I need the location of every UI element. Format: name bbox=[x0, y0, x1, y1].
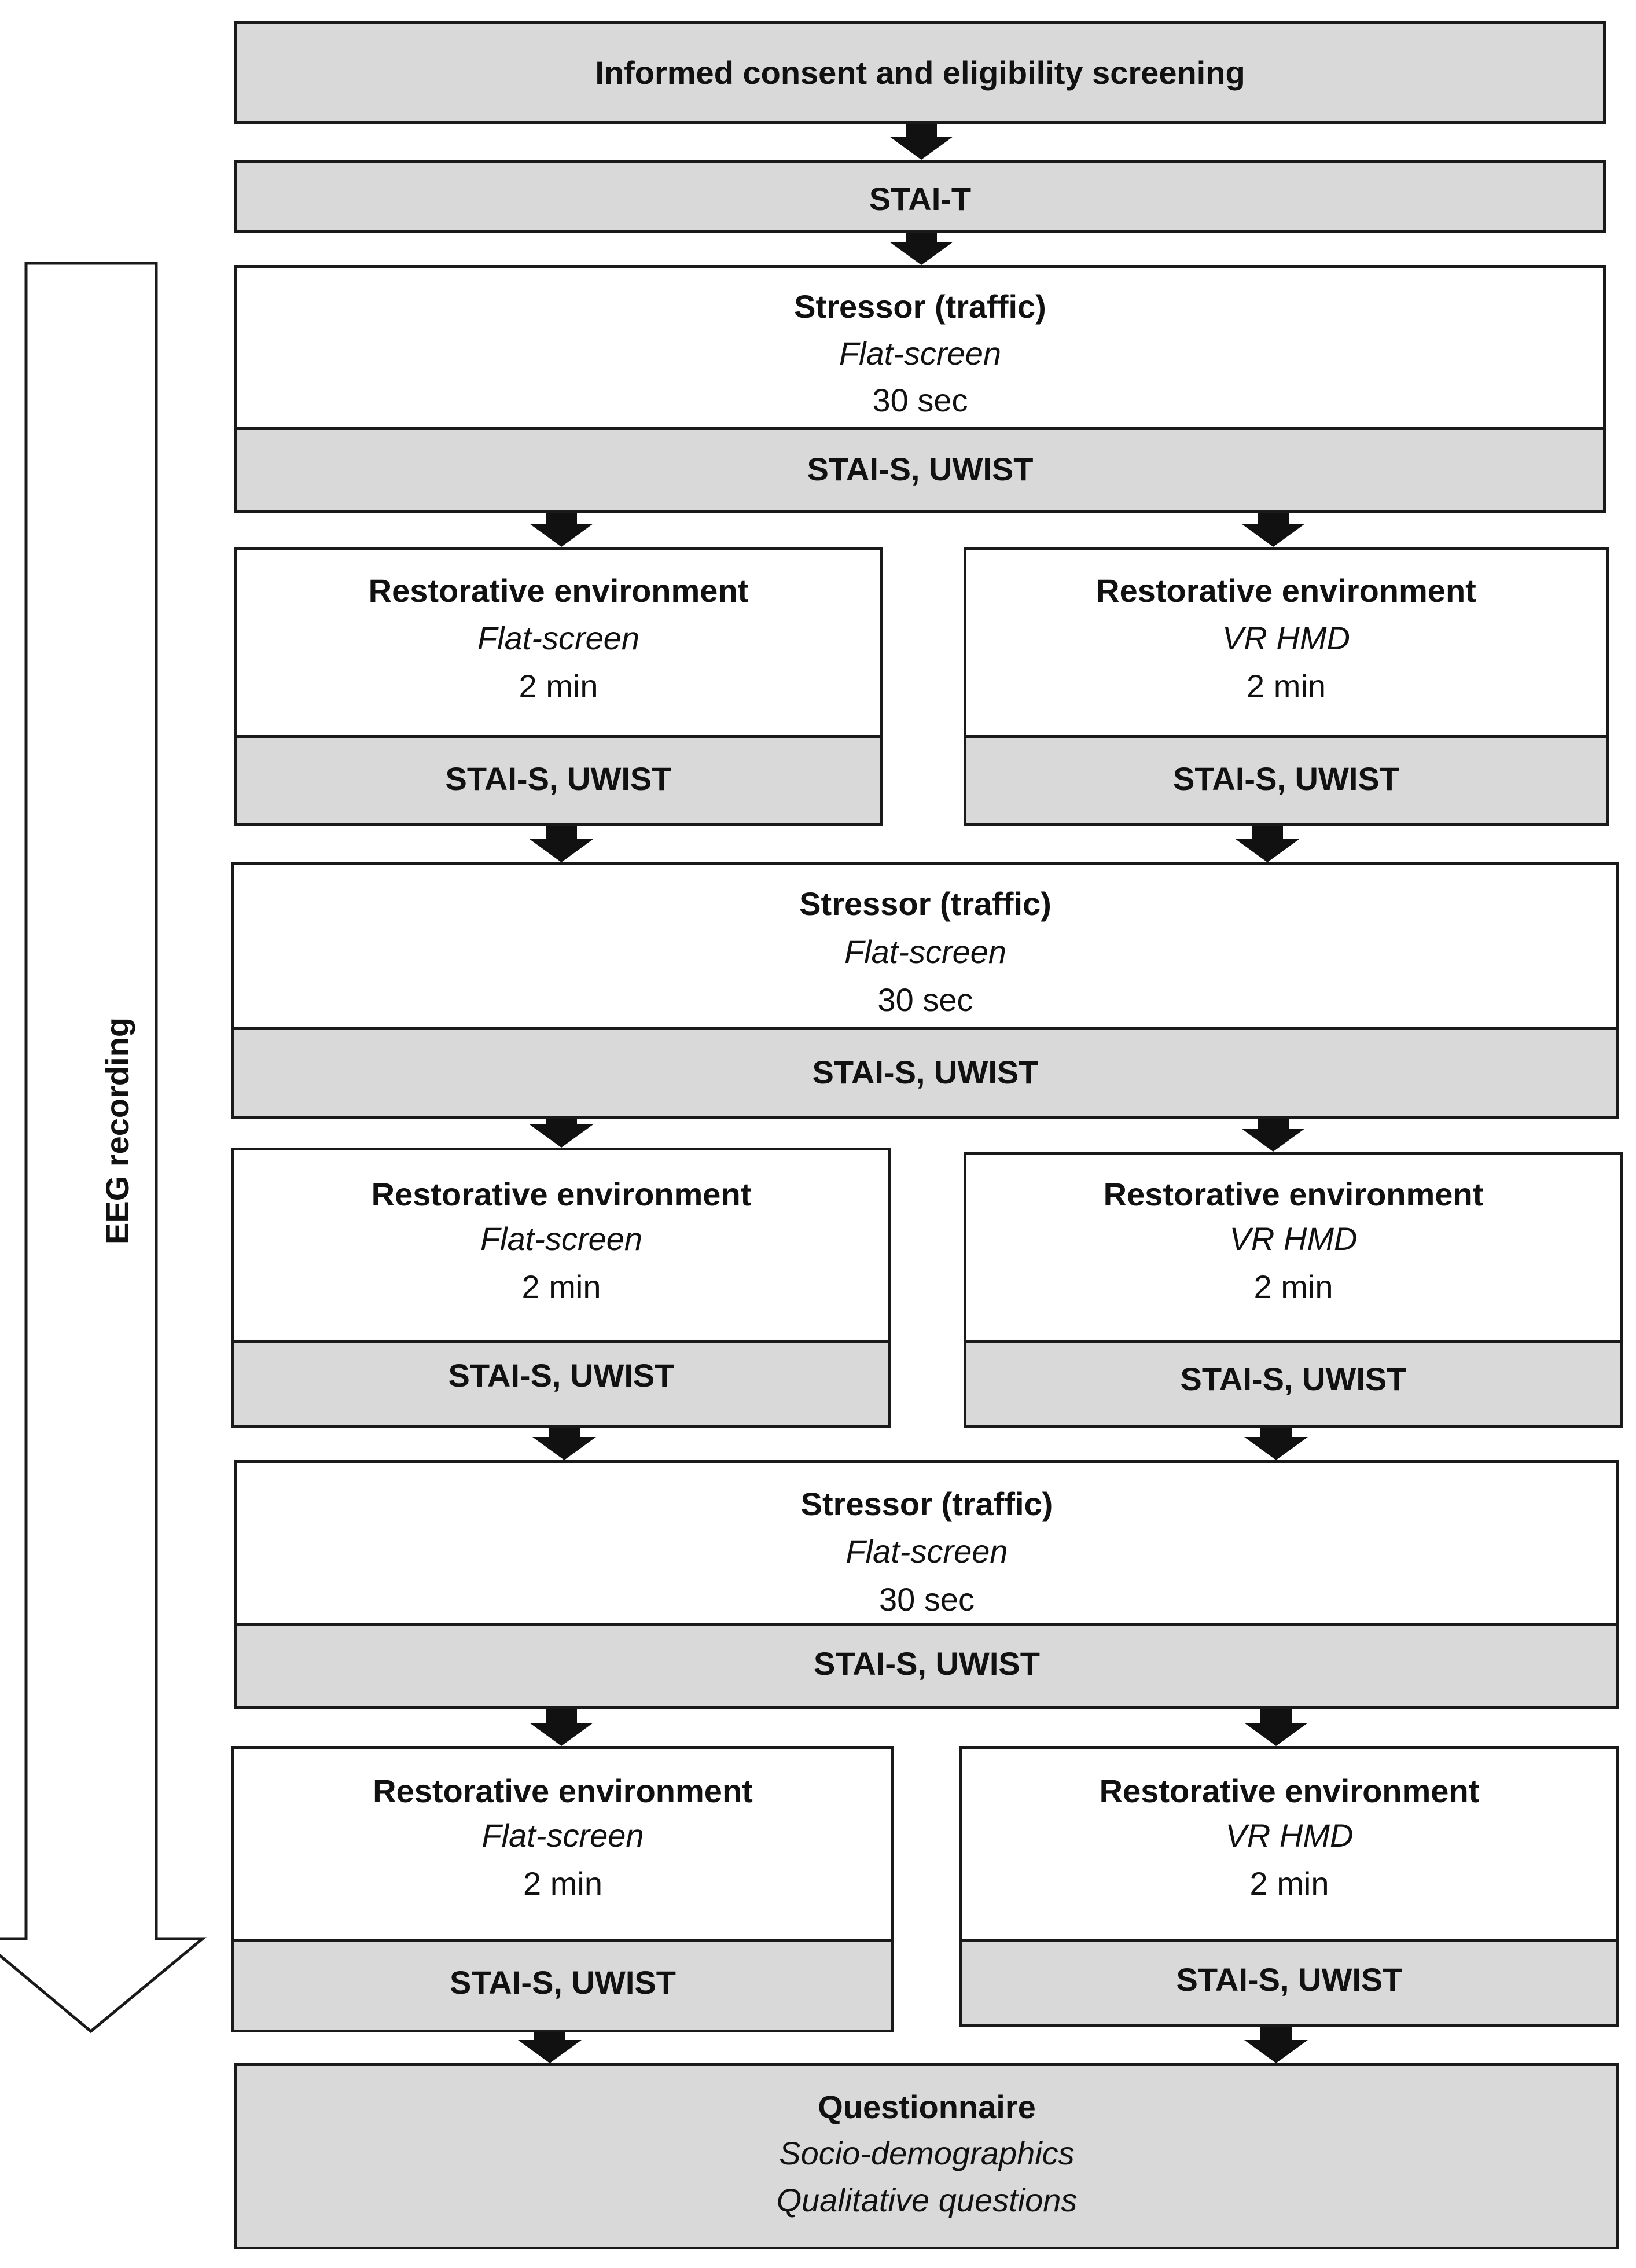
flow-arrow-head bbox=[1241, 524, 1305, 547]
flow-arrow-head bbox=[1244, 1723, 1308, 1746]
stai-t-text: STAI-T bbox=[869, 181, 972, 217]
restorative-flat-band-2: STAI-S, UWIST bbox=[234, 1340, 888, 1425]
flow-arrow-stem bbox=[906, 124, 937, 137]
flow-arrow-head bbox=[1244, 2040, 1308, 2063]
stai-t-box: STAI-T bbox=[234, 160, 1606, 233]
stressor-box-1: Stressor (traffic) Flat-screen 30 sec ST… bbox=[234, 265, 1606, 513]
restorative-flat-measure-1: STAI-S, UWIST bbox=[445, 760, 672, 797]
restorative-vr-mode-1: VR HMD bbox=[1222, 620, 1350, 656]
flow-arrow-head bbox=[530, 524, 593, 547]
restorative-vr-title-2: Restorative environment bbox=[1103, 1176, 1484, 1212]
stressor-duration-1: 30 sec bbox=[872, 382, 968, 418]
stressor-mode-1: Flat-screen bbox=[839, 335, 1002, 372]
flow-arrow-stem bbox=[546, 826, 577, 839]
stressor-duration-3: 30 sec bbox=[879, 1581, 975, 1618]
restorative-flat-duration-3: 2 min bbox=[523, 1865, 602, 1902]
flow-arrow-stem bbox=[1258, 1119, 1289, 1129]
questionnaire-title: Questionnaire bbox=[818, 2089, 1036, 2125]
stressor-title-3: Stressor (traffic) bbox=[800, 1486, 1053, 1522]
restorative-vr-box-1: Restorative environment VR HMD 2 min STA… bbox=[964, 547, 1609, 826]
stressor-measure-band-3: STAI-S, UWIST bbox=[237, 1623, 1616, 1706]
stressor-measure-band-2: STAI-S, UWIST bbox=[234, 1027, 1616, 1116]
restorative-flat-mode-3: Flat-screen bbox=[481, 1817, 644, 1854]
flow-arrow-stem bbox=[1260, 1428, 1292, 1437]
questionnaire-box: Questionnaire Socio-demographics Qualita… bbox=[234, 2063, 1619, 2249]
stressor-duration-2: 30 sec bbox=[877, 982, 973, 1018]
flow-arrow-stem bbox=[1252, 826, 1283, 839]
flow-arrow-stem bbox=[1260, 1709, 1292, 1723]
flow-arrow-head bbox=[889, 242, 953, 265]
flow-arrow-stem bbox=[546, 1119, 577, 1124]
stressor-measure-1: STAI-S, UWIST bbox=[807, 451, 1034, 487]
restorative-vr-band-2: STAI-S, UWIST bbox=[966, 1340, 1620, 1425]
restorative-flat-title-3: Restorative environment bbox=[373, 1773, 753, 1809]
flow-arrow-head bbox=[518, 2040, 582, 2063]
flow-arrow-head bbox=[530, 1124, 593, 1148]
flow-arrow-stem bbox=[906, 233, 937, 242]
restorative-vr-band-3: STAI-S, UWIST bbox=[962, 1939, 1616, 2024]
flow-arrow-stem bbox=[549, 1428, 580, 1437]
restorative-flat-measure-3: STAI-S, UWIST bbox=[450, 1964, 676, 2001]
stressor-measure-band-1: STAI-S, UWIST bbox=[237, 427, 1603, 510]
stressor-title-1: Stressor (traffic) bbox=[794, 288, 1046, 325]
restorative-flat-box-1: Restorative environment Flat-screen 2 mi… bbox=[234, 547, 883, 826]
flow-arrow-head bbox=[530, 1723, 593, 1746]
flow-arrow-stem bbox=[1260, 2027, 1292, 2040]
flow-arrow-head bbox=[889, 137, 953, 160]
stressor-box-3: Stressor (traffic) Flat-screen 30 sec ST… bbox=[234, 1460, 1619, 1709]
flow-arrow-stem bbox=[546, 513, 577, 524]
restorative-vr-box-3: Restorative environment VR HMD 2 min STA… bbox=[959, 1746, 1619, 2027]
stressor-mode-3: Flat-screen bbox=[845, 1533, 1008, 1569]
restorative-flat-band-3: STAI-S, UWIST bbox=[234, 1939, 891, 2030]
restorative-flat-duration-2: 2 min bbox=[521, 1269, 601, 1305]
flow-arrow-stem bbox=[534, 2032, 565, 2040]
restorative-vr-measure-3: STAI-S, UWIST bbox=[1176, 1961, 1403, 1998]
flow-arrow-head bbox=[530, 839, 593, 862]
eeg-recording-label: EEG recording bbox=[99, 1017, 135, 1244]
flow-arrow-stem bbox=[546, 1709, 577, 1723]
restorative-flat-measure-2: STAI-S, UWIST bbox=[448, 1357, 675, 1394]
flow-arrow-head bbox=[1244, 1437, 1308, 1460]
restorative-flat-mode-1: Flat-screen bbox=[477, 620, 640, 656]
stressor-measure-2: STAI-S, UWIST bbox=[812, 1054, 1039, 1090]
restorative-vr-measure-2: STAI-S, UWIST bbox=[1180, 1361, 1407, 1397]
eeg-recording-arrow bbox=[0, 262, 207, 2034]
consent-text: Informed consent and eligibility screeni… bbox=[595, 54, 1245, 91]
restorative-vr-duration-2: 2 min bbox=[1253, 1269, 1333, 1305]
stressor-title-2: Stressor (traffic) bbox=[799, 885, 1052, 922]
stressor-measure-3: STAI-S, UWIST bbox=[814, 1645, 1040, 1682]
restorative-flat-box-2: Restorative environment Flat-screen 2 mi… bbox=[231, 1148, 891, 1428]
restorative-flat-title-2: Restorative environment bbox=[371, 1176, 752, 1212]
restorative-vr-title-1: Restorative environment bbox=[1096, 572, 1476, 609]
restorative-vr-duration-1: 2 min bbox=[1247, 668, 1326, 704]
flow-arrow-head bbox=[1241, 1129, 1305, 1152]
restorative-vr-duration-3: 2 min bbox=[1249, 1865, 1329, 1902]
restorative-vr-band-1: STAI-S, UWIST bbox=[966, 735, 1606, 823]
restorative-flat-mode-2: Flat-screen bbox=[480, 1221, 643, 1257]
stressor-box-2: Stressor (traffic) Flat-screen 30 sec ST… bbox=[231, 862, 1619, 1119]
restorative-vr-measure-1: STAI-S, UWIST bbox=[1173, 760, 1399, 797]
flow-arrow-stem bbox=[1258, 513, 1289, 524]
restorative-flat-band-1: STAI-S, UWIST bbox=[237, 735, 880, 823]
restorative-vr-mode-2: VR HMD bbox=[1229, 1221, 1358, 1257]
flow-arrow-head bbox=[532, 1437, 596, 1460]
restorative-vr-mode-3: VR HMD bbox=[1225, 1817, 1354, 1854]
restorative-vr-box-2: Restorative environment VR HMD 2 min STA… bbox=[964, 1152, 1623, 1428]
consent-box: Informed consent and eligibility screeni… bbox=[234, 21, 1606, 124]
restorative-vr-title-3: Restorative environment bbox=[1099, 1773, 1480, 1809]
restorative-flat-duration-1: 2 min bbox=[519, 668, 598, 704]
flow-arrow-head bbox=[1236, 839, 1299, 862]
stressor-mode-2: Flat-screen bbox=[844, 933, 1007, 970]
restorative-flat-title-1: Restorative environment bbox=[368, 572, 749, 609]
questionnaire-qualitative: Qualitative questions bbox=[776, 2182, 1078, 2218]
restorative-flat-box-3: Restorative environment Flat-screen 2 mi… bbox=[231, 1746, 894, 2032]
questionnaire-socio: Socio-demographics bbox=[779, 2135, 1075, 2171]
